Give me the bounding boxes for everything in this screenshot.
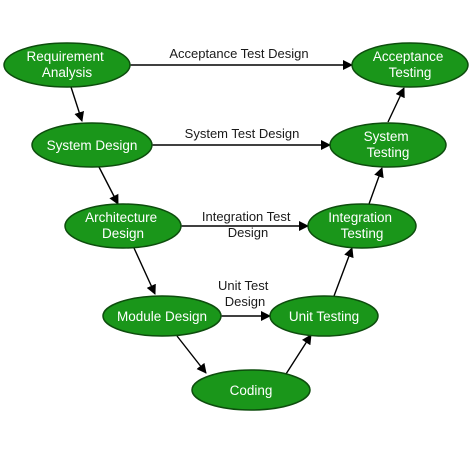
node-integration-testing-line1: Integration [328, 210, 392, 225]
edge-system-to-acceptance-testing [387, 87, 405, 123]
node-system-testing: System Testing [329, 122, 447, 168]
edge-requirement-to-system-design [70, 86, 84, 122]
node-system-testing-line2: Testing [367, 145, 410, 160]
label-unit-test-design: Unit Test Design [218, 278, 272, 309]
label-unit-test-design-line2: Design [225, 294, 265, 309]
node-architecture-design-shape [64, 203, 182, 249]
node-architecture-design: Architecture Design [64, 203, 182, 249]
node-acceptance-testing-label: Acceptance Testing [373, 49, 447, 80]
node-requirement-analysis: Requirement Analysis [3, 42, 131, 88]
node-unit-testing-shape [269, 295, 379, 337]
node-system-testing-shape [329, 122, 447, 168]
label-unit-test-design-line1: Unit Test [218, 278, 269, 293]
node-module-design-label: Module Design [117, 309, 207, 324]
node-architecture-design-line2: Design [102, 226, 144, 241]
node-system-design-shape [31, 122, 153, 168]
label-acceptance-test-design: Acceptance Test Design [169, 46, 308, 61]
node-architecture-design-line1: Architecture [85, 210, 157, 225]
edge-integration-to-system-testing [368, 167, 384, 205]
node-acceptance-testing: Acceptance Testing [351, 42, 469, 88]
node-unit-testing-label: Unit Testing [289, 309, 359, 324]
node-requirement-analysis-line1: Requirement [26, 49, 104, 64]
node-requirement-analysis-shape [3, 42, 131, 88]
node-acceptance-testing-line1: Acceptance [373, 49, 444, 64]
node-requirement-analysis-label: Requirement Analysis [26, 49, 107, 80]
label-integration-test-design-line2: Design [228, 225, 268, 240]
label-integration-test-design-line1: Integration Test [202, 209, 291, 224]
node-system-design: System Design [31, 122, 153, 168]
node-system-testing-label: System Testing [364, 129, 413, 160]
edge-module-design-to-coding [176, 335, 207, 374]
node-module-design-shape [102, 295, 222, 337]
label-system-test-design: System Test Design [185, 126, 300, 141]
node-integration-testing: Integration Testing [307, 203, 417, 249]
node-coding: Coding [191, 369, 311, 411]
node-requirement-analysis-line2: Analysis [42, 65, 93, 80]
node-acceptance-testing-line2: Testing [389, 65, 432, 80]
node-system-design-label: System Design [47, 138, 138, 153]
edge-architecture-to-module-design [133, 247, 156, 295]
label-integration-test-design: Integration Test Design [202, 209, 294, 240]
node-unit-testing: Unit Testing [269, 295, 379, 337]
node-integration-testing-label: Integration Testing [328, 210, 396, 241]
edge-unit-to-integration-testing [333, 247, 354, 297]
node-module-design: Module Design [102, 295, 222, 337]
edge-system-to-architecture-design [98, 166, 119, 205]
node-coding-label: Coding [230, 383, 273, 398]
node-integration-testing-shape [307, 203, 417, 249]
node-coding-shape [191, 369, 311, 411]
node-system-testing-line1: System [364, 129, 409, 144]
edge-coding-to-unit-testing [285, 334, 312, 375]
node-architecture-design-label: Architecture Design [85, 210, 161, 241]
node-acceptance-testing-shape [351, 42, 469, 88]
node-integration-testing-line2: Testing [341, 226, 384, 241]
